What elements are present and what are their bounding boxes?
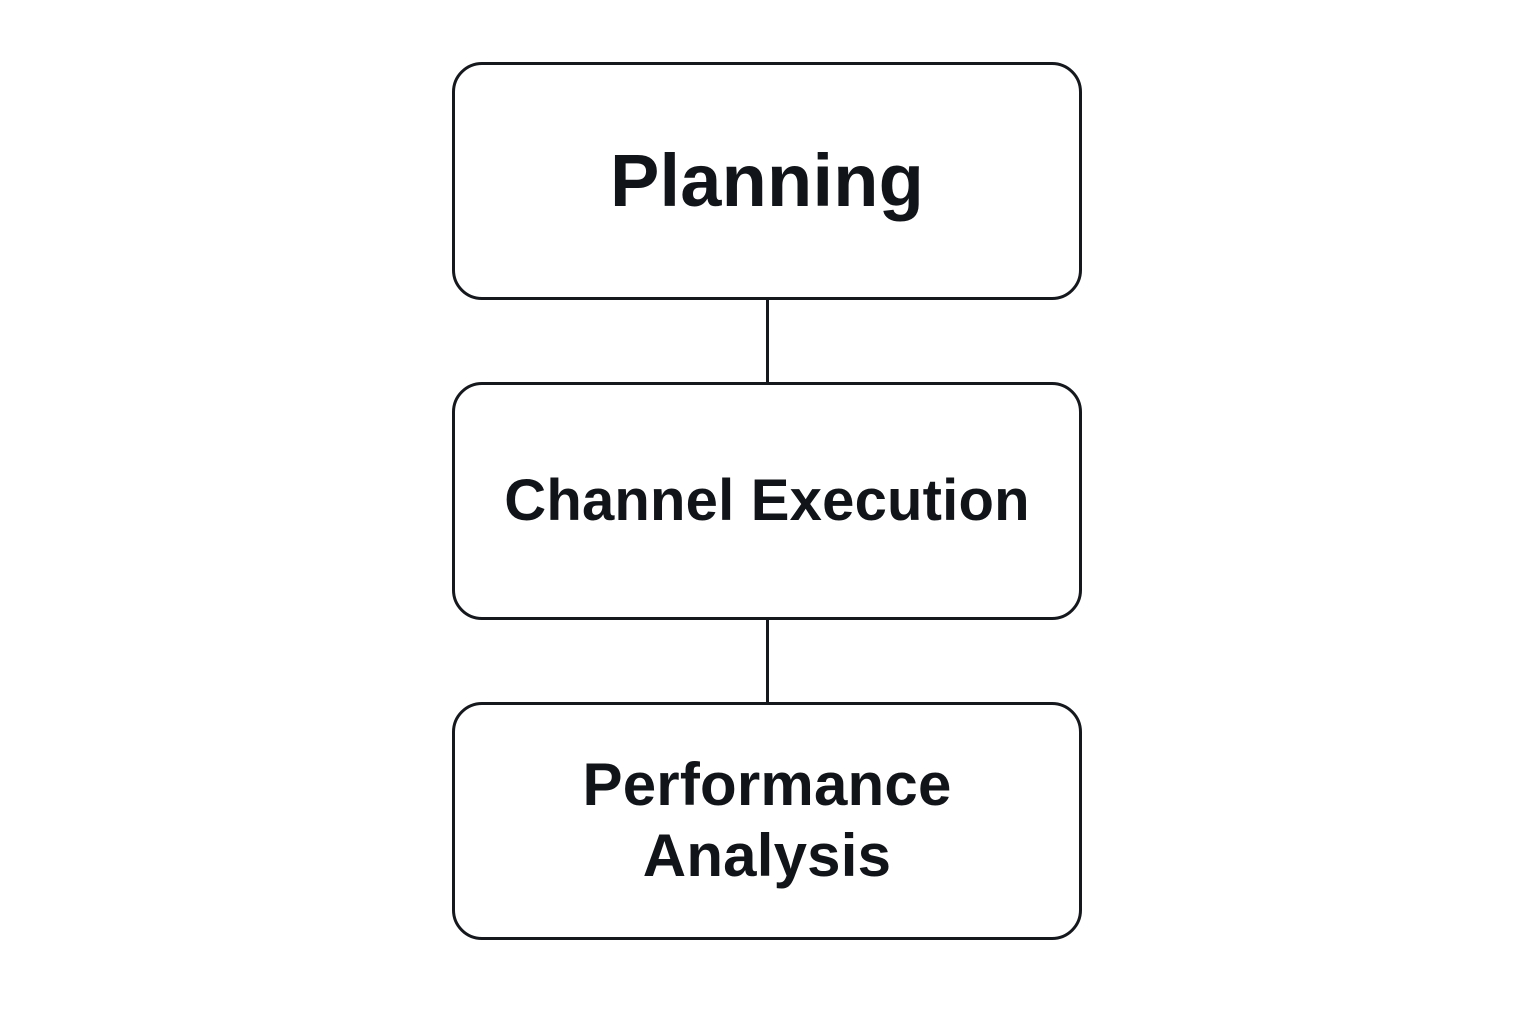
node-label-planning: Planning [609,139,925,223]
node-label-channel-execution: Channel Execution [504,467,1030,533]
connector-execution-to-analysis [766,620,769,702]
node-channel-execution: Channel Execution [452,382,1082,620]
node-performance-analysis: Performance Analysis [452,702,1082,940]
connector-planning-to-execution [766,300,769,382]
node-planning: Planning [452,62,1082,300]
node-label-performance-analysis: Performance Analysis [582,751,952,889]
